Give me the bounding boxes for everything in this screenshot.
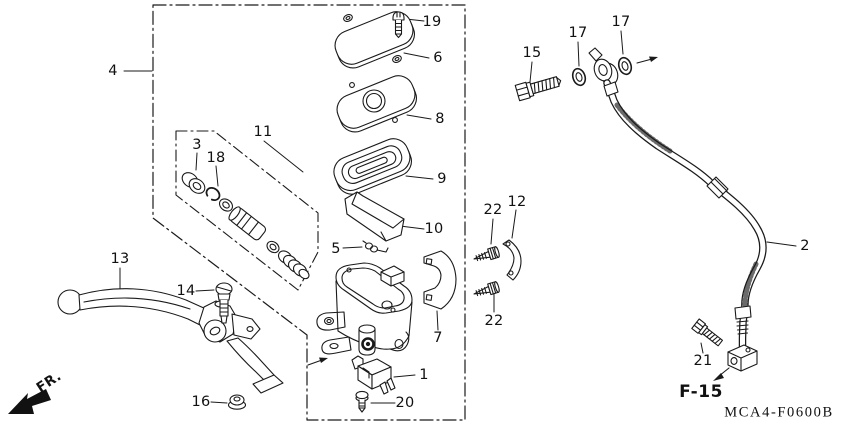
clamp-bolt-lower-drawing: [473, 281, 500, 297]
assembly-boundary-box: [152, 4, 466, 421]
part-label-3: 3: [192, 137, 202, 153]
reference-arrows: [307, 56, 730, 381]
brake-switch-drawing: [351, 355, 396, 395]
part-label-7: 7: [433, 330, 443, 346]
part-label-13: 13: [110, 251, 130, 267]
part-label-12: 12: [507, 194, 527, 210]
part-label-20: 20: [395, 395, 415, 411]
piston-kit-parts-drawing: [181, 172, 310, 280]
part-label-17-a: 17: [568, 25, 588, 41]
master-cylinder-body-drawing: [316, 262, 413, 356]
brake-lever-drawing: [57, 288, 284, 394]
part-label-1: 1: [419, 367, 429, 383]
catalog-code: MCA4-F0600B: [724, 404, 834, 421]
part-label-21: 21: [693, 353, 713, 369]
sealing-washer-lower-drawing: [617, 56, 633, 76]
part-label-16: 16: [191, 394, 211, 410]
part-label-18: 18: [206, 150, 226, 166]
washer-drawing: [266, 240, 280, 254]
part-label-19: 19: [422, 14, 442, 30]
part-label-9: 9: [437, 171, 447, 187]
part-label-5: 5: [331, 241, 341, 257]
hose-eyelet-drawing: [588, 47, 619, 86]
figure-reference: F-15: [679, 382, 723, 402]
clip-drawing: [362, 240, 389, 253]
reservoir-cap-drawing: [334, 11, 415, 69]
clamp-strip-drawing: [502, 239, 522, 281]
part-label-22-a: 22: [483, 202, 503, 218]
part-label-14: 14: [176, 283, 196, 299]
part-label-22-b: 22: [484, 313, 504, 329]
leader-lines: [119, 18, 797, 404]
handlebar-clamp-drawing: [423, 250, 457, 310]
switch-screw-drawing: [355, 390, 369, 413]
fr-direction-arrow: [8, 389, 51, 414]
seal-cup-drawing: [218, 198, 234, 212]
lever-pivot-nut-drawing: [227, 394, 247, 410]
joint-bolt-drawing: [691, 318, 724, 347]
piston-drawing: [228, 206, 267, 241]
set-plate-drawing: [336, 75, 417, 133]
part-label-2: 2: [800, 238, 810, 254]
part-label-8: 8: [435, 111, 445, 127]
circlip-drawing: [205, 186, 221, 202]
piston-kit-boundary-box: [175, 130, 319, 291]
spring-drawing: [277, 250, 310, 280]
banjo-bolt-drawing: [514, 76, 562, 102]
clamp-bolt-upper-drawing: [473, 246, 500, 262]
diaphragm-drawing: [333, 138, 412, 195]
part-label-17-b: 17: [611, 14, 631, 30]
baffle-plate-drawing: [344, 191, 405, 242]
joint-block-drawing: [727, 344, 758, 372]
part-label-15: 15: [522, 45, 542, 61]
brake-hose-drawing: [603, 79, 767, 354]
boot-drawing: [181, 172, 206, 194]
part-label-4: 4: [108, 63, 118, 79]
sealing-washer-upper-drawing: [571, 67, 587, 87]
lever-pivot-bolt-drawing: [215, 282, 233, 324]
part-label-11: 11: [253, 124, 273, 140]
part-label-6: 6: [433, 50, 443, 66]
part-label-10: 10: [424, 221, 444, 237]
cap-screw-drawing: [392, 11, 405, 39]
